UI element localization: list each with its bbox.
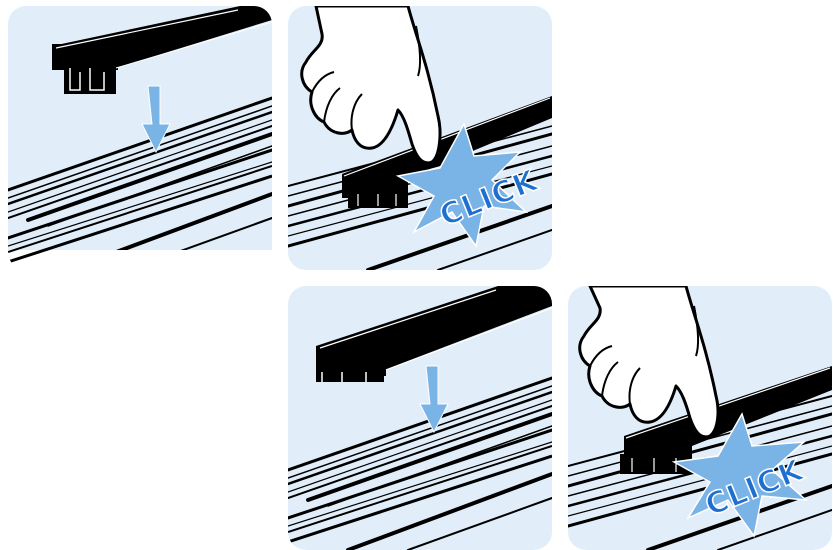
step-3-panel xyxy=(288,286,552,550)
pointing-hand-icon xyxy=(302,6,440,163)
step-1-panel xyxy=(8,6,272,270)
step-2-panel: CLICK xyxy=(288,6,552,270)
black-strip xyxy=(52,6,272,94)
step-3-illustration xyxy=(288,286,552,550)
step-4-panel: CLICK xyxy=(568,286,832,550)
step-2-illustration: CLICK xyxy=(288,6,552,270)
pointing-hand-icon xyxy=(580,286,718,437)
rail-base xyxy=(8,250,272,270)
rail-lines xyxy=(8,98,272,270)
step-1-illustration xyxy=(8,6,272,270)
step-4-illustration: CLICK xyxy=(568,286,832,550)
